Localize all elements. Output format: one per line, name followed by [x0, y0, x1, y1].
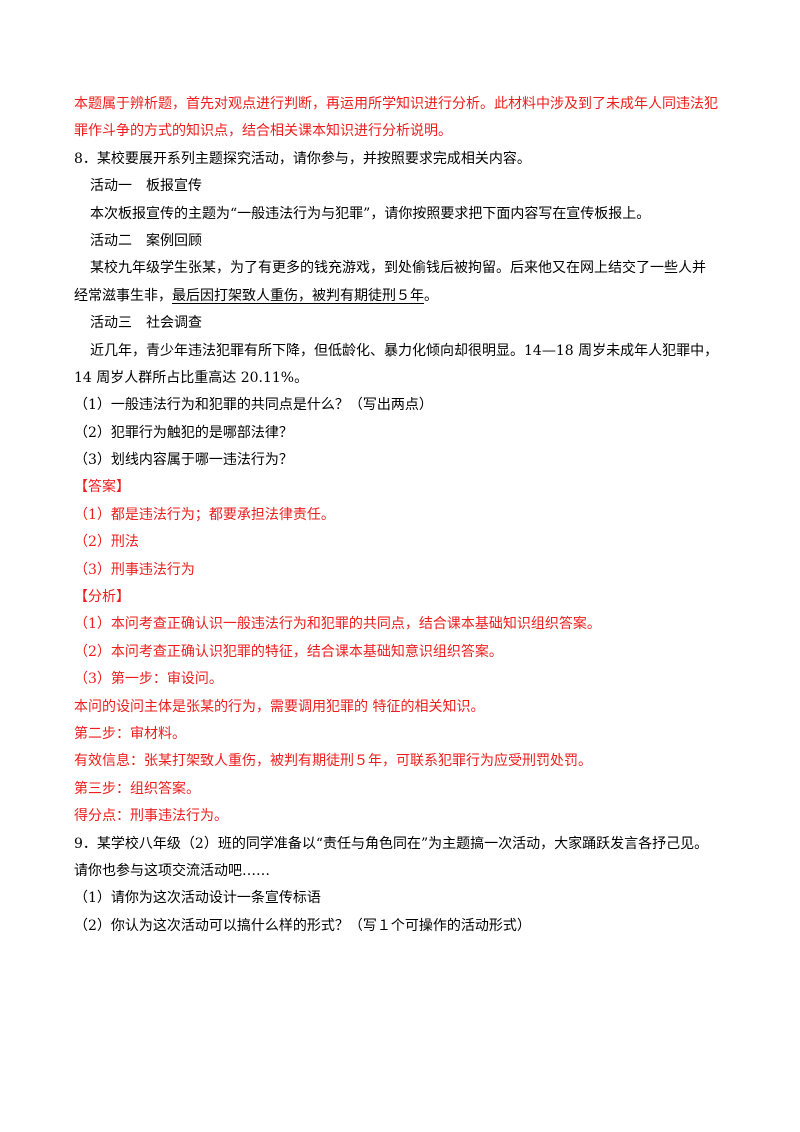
analysis-5: 第二步：审材料。 [74, 725, 186, 742]
activity-2-body-1: 某校九年级学生张某，为了有更多的钱充游戏，到处偷钱后被拘留。后来他又在网上结交了… [74, 258, 734, 278]
activity-2-body-2-prefix: 经常滋事生非， [74, 287, 172, 304]
activity-3-title-text: 活动三 社会调查 [90, 315, 202, 332]
question-9-sub-1: （1）请你为这次活动设计一条宣传标语 [74, 890, 321, 907]
question-8-stem: 8．某校要展开系列主题探究活动，请你参与，并按照要求完成相关内容。 [74, 150, 531, 167]
analysis-7: 第三步：组织答案。 [74, 780, 200, 797]
activity-1-body-text: 本次板报宣传的主题为“一般违法行为与犯罪”，请你按照要求把下面内容写在宣传板报上… [90, 205, 651, 222]
analysis-label: 【分析】 [74, 589, 130, 606]
answer-label: 【答案】 [74, 479, 130, 496]
activity-2-body-2: 经常滋事生非，最后因打架致人重伤，被判有期徒刑５年。 [74, 286, 734, 306]
question-8-sub-1: （1）一般违法行为和犯罪的共同点是什么？（写出两点） [74, 397, 433, 414]
activity-2-title: 活动二 案例回顾 [74, 231, 734, 251]
activity-2-body-2-suffix: 。 [424, 287, 438, 304]
document-page: 本题属于辨析题，首先对观点进行判断，再运用所学知识进行分析。此材料中涉及到了未成… [74, 94, 734, 943]
analysis-3: （3）第一步：审设问。 [74, 671, 223, 688]
activity-1-body: 本次板报宣传的主题为“一般违法行为与犯罪”，请你按照要求把下面内容写在宣传板报上… [74, 204, 734, 224]
analysis-2: （2）本问考查正确认识犯罪的特征，结合课本基础知意识组织答案。 [74, 643, 503, 660]
activity-3-title: 活动三 社会调查 [74, 313, 734, 333]
activity-3-body-2: 14 周岁人群所占比重高达 20.11%。 [74, 369, 309, 386]
question-8-sub-2: （2）犯罪行为触犯的是哪部法律？ [74, 424, 293, 441]
question-8-sub-3: （3）划线内容属于哪一违法行为？ [74, 452, 293, 469]
question-9-stem-2: 请你也参与这项交流活动吧…… [74, 862, 270, 879]
activity-3-body-1-text: 近几年，青少年违法犯罪有所下降，但低龄化、暴力化倾向却很明显。14—18 周岁未… [90, 342, 719, 359]
analysis-8: 得分点：刑事违法行为。 [74, 808, 228, 825]
activity-1-title: 活动一 板报宣传 [74, 176, 734, 196]
activity-3-body-1: 近几年，青少年违法犯罪有所下降，但低龄化、暴力化倾向却很明显。14—18 周岁未… [74, 341, 734, 361]
intro-line-2: 罪作斗争的方式的知识点，结合相关课本知识进行分析说明。 [74, 123, 452, 140]
question-9-sub-2: （2）你认为这次活动可以搞什么样的形式？（写１个可操作的活动形式） [74, 917, 531, 934]
analysis-6: 有效信息：张某打架致人重伤，被判有期徒刑５年，可联系犯罪行为应受刑罚处罚。 [74, 753, 592, 770]
answer-2: （2）刑法 [74, 534, 139, 551]
analysis-4: 本问的设问主体是张某的行为，需要调用犯罪的 特征的相关知识。 [74, 698, 485, 715]
activity-1-title-text: 活动一 板报宣传 [90, 178, 202, 195]
answer-3: （3）刑事违法行为 [74, 561, 195, 578]
underlined-case-text: 最后因打架致人重伤，被判有期徒刑５年 [172, 287, 424, 304]
activity-2-body-1-text: 某校九年级学生张某，为了有更多的钱充游戏，到处偷钱后被拘留。后来他又在网上结交了… [90, 260, 706, 277]
intro-line-1: 本题属于辨析题，首先对观点进行判断，再运用所学知识进行分析。此材料中涉及到了未成… [74, 96, 718, 112]
analysis-1: （1）本问考查正确认识一般违法行为和犯罪的共同点，结合课本基础知识组织答案。 [74, 616, 601, 633]
activity-2-title-text: 活动二 案例回顾 [90, 232, 202, 249]
answer-1: （1）都是违法行为；都要承担法律责任。 [74, 506, 335, 523]
question-9-stem-1: 9．某学校八年级（2）班的同学准备以“责任与角色同在”为主题搞一次活动，大家踊跃… [74, 835, 709, 852]
